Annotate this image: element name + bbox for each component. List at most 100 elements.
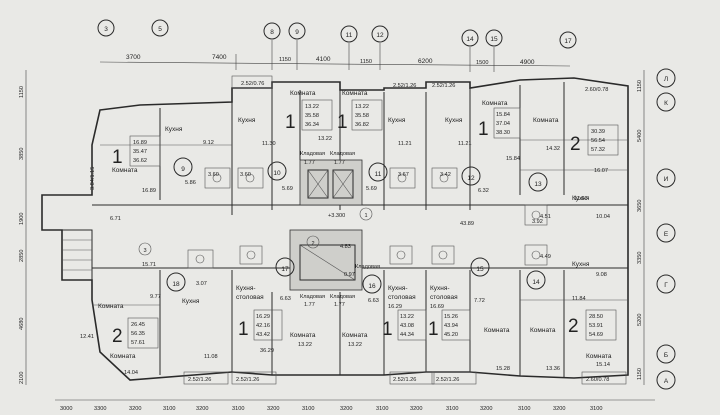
room-area: 3.67 xyxy=(398,172,409,178)
room-area: 13.22 xyxy=(318,136,332,142)
room-label: Комната xyxy=(342,90,368,97)
unit-area: 15.84 xyxy=(496,112,510,118)
room-label: Кухня xyxy=(238,117,256,124)
axis-label: Б xyxy=(664,352,668,359)
dim-label: 4900 xyxy=(520,59,535,66)
dimension-chain-bottom: 3000 3300 3200 3100 3200 3100 3200 3100 … xyxy=(55,399,655,412)
room-area: 6.32 xyxy=(478,188,489,194)
unit-rooms: 2 xyxy=(570,134,581,155)
axis-label: 8 xyxy=(270,29,274,36)
room-area: 16.29 xyxy=(388,304,402,310)
dim-label: 3300 xyxy=(94,406,106,412)
dim-label: 3100 xyxy=(446,406,458,412)
dim-label: 2850 xyxy=(19,250,25,262)
room-area: 4.49 xyxy=(540,254,551,260)
level-mark: +3.300 xyxy=(328,213,345,219)
room-area: 5.69 xyxy=(282,186,293,192)
axis-label: 15 xyxy=(490,36,498,43)
room-area: 4.51 xyxy=(540,214,551,220)
unit-area: 15.26 xyxy=(444,314,458,320)
unit-tag: 1 13.22 35.58 36.82 xyxy=(337,99,383,133)
dim-label: 3200 xyxy=(480,406,492,412)
axis-label: Е xyxy=(664,231,669,238)
dim-label: 3200 xyxy=(196,406,208,412)
apartment-id: 18 xyxy=(172,281,180,288)
room-area: 3.84/1.15 xyxy=(90,167,96,190)
room-label: Комната xyxy=(290,332,316,339)
room-area: 5.86 xyxy=(185,180,196,186)
axis-label: 14 xyxy=(466,36,474,43)
room-label: Комната xyxy=(533,117,559,124)
room-area: 11.21 xyxy=(398,141,412,147)
unit-rooms: 1 xyxy=(478,119,489,140)
room-area: 3.60 xyxy=(208,172,219,178)
apartment-id: 14 xyxy=(532,279,540,286)
room-area: 9.12 xyxy=(203,140,214,146)
unit-area: 36.62 xyxy=(133,158,147,164)
dimension-chain-right: 1150 5400 3650 3350 5200 1150 xyxy=(637,70,645,385)
room-label: Кухня- xyxy=(236,285,256,292)
room-area: 16.69 xyxy=(430,304,444,310)
room-label: Комната xyxy=(586,353,612,360)
core-id: 2 xyxy=(311,241,314,247)
axis-label: А xyxy=(664,378,669,385)
unit-area: 35.47 xyxy=(133,149,147,155)
room-area: 0.97 xyxy=(344,272,355,278)
room-label: Комната xyxy=(484,327,510,334)
unit-area: 35.58 xyxy=(305,113,319,119)
apartment-id: 13 xyxy=(534,181,542,188)
unit-area: 43.08 xyxy=(400,323,414,329)
dim-label: 5200 xyxy=(637,314,643,326)
room-label: Кухня xyxy=(182,298,200,305)
unit-area: 16.89 xyxy=(133,140,147,146)
dim-label: 7400 xyxy=(212,54,227,61)
balcony-labels: 2.52/0.76 2.52/1.26 2.52/1.26 2.60/0.78 … xyxy=(183,75,627,385)
stair-core xyxy=(61,159,363,291)
room-label: Комната xyxy=(290,90,316,97)
room-area: 11.30 xyxy=(262,141,276,147)
balcony-label: 2.52/1.26 xyxy=(393,377,416,383)
dim-label: 1150 xyxy=(19,86,25,98)
room-label: Кухня xyxy=(572,195,590,202)
unit-rooms: 1 xyxy=(428,319,439,340)
dim-label: 3650 xyxy=(637,200,643,212)
balcony-label: 2.52/1.26 xyxy=(236,377,259,383)
unit-tag: 1 16.89 35.47 36.62 xyxy=(112,135,161,168)
core-id: 1 xyxy=(364,213,367,219)
room-label: Кухня xyxy=(388,117,406,124)
apartment-ids: 9 10 11 12 13 14 15 16 17 18 xyxy=(166,157,548,294)
dim-label: 3200 xyxy=(553,406,565,412)
dim-label: 3200 xyxy=(129,406,141,412)
apartment-id: 12 xyxy=(467,175,475,182)
dim-label: 3100 xyxy=(518,406,530,412)
unit-area: 37.04 xyxy=(496,121,510,127)
room-area: 1.77 xyxy=(334,160,345,166)
dim-label: 3000 xyxy=(60,406,72,412)
unit-area: 45.20 xyxy=(444,332,458,338)
axis-label: И xyxy=(664,176,669,183)
room-label: Кладовая xyxy=(330,151,355,157)
room-area: 9.77 xyxy=(150,294,161,300)
dim-label: 1150 xyxy=(279,57,291,63)
room-label: Кухня- xyxy=(430,285,450,292)
room-area: 12.41 xyxy=(80,334,94,340)
unit-tag: 1 13.22 35.58 36.34 xyxy=(285,99,333,133)
unit-area: 53.91 xyxy=(589,323,603,329)
unit-rooms: 1 xyxy=(238,319,249,340)
unit-area: 16.29 xyxy=(256,314,270,320)
room-label: столовая xyxy=(236,294,264,301)
dim-label: 3200 xyxy=(267,406,279,412)
unit-area: 28.50 xyxy=(589,314,603,320)
room-area: 6.63 xyxy=(368,298,379,304)
room-area: 13.36 xyxy=(546,366,560,372)
dim-label: 1150 xyxy=(637,368,643,380)
room-area: 43.89 xyxy=(460,221,474,227)
apartment-id: 17 xyxy=(281,266,289,273)
room-area: 16.07 xyxy=(594,168,608,174)
room-area: 6.63 xyxy=(280,296,291,302)
room-areas: 9.12 11.30 11.21 11.21 15.84 14.32 16.07… xyxy=(80,136,610,376)
room-area: 13.22 xyxy=(298,342,312,348)
room-area: 1.77 xyxy=(304,160,315,166)
unit-area: 56.54 xyxy=(591,138,605,144)
axis-label: 12 xyxy=(376,32,384,39)
